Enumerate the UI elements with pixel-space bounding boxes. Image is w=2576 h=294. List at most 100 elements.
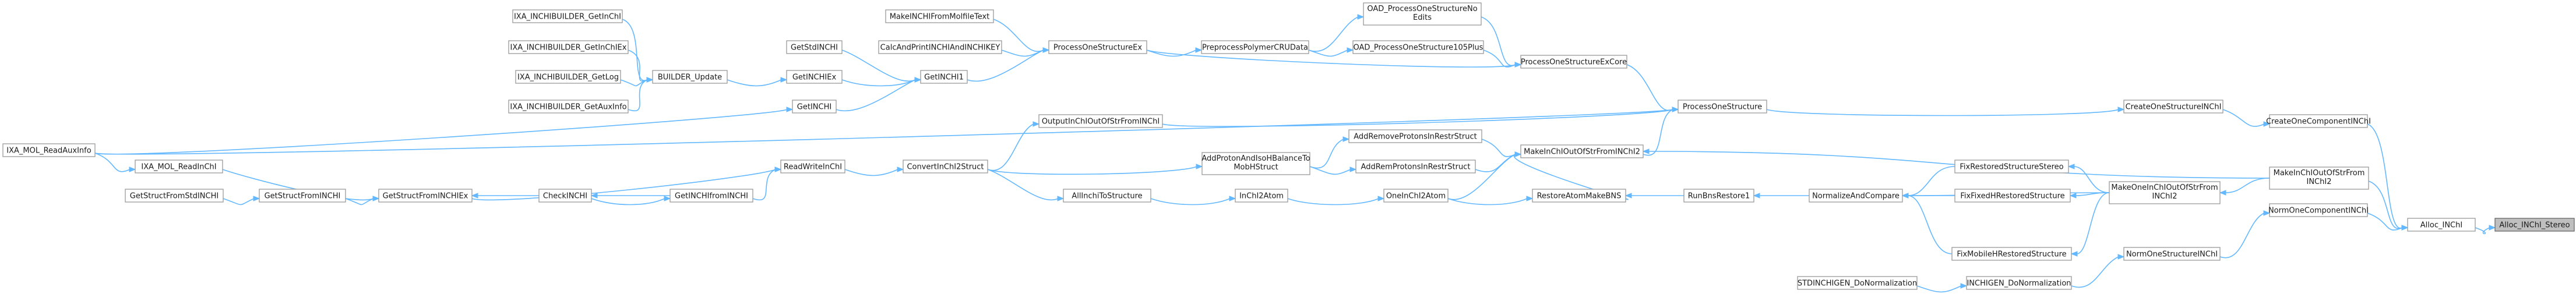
edge-stdinchigen-donormalization-to-inchigen-donormalization	[1916, 283, 1968, 293]
node-label: IXA_MOL_ReadInChI	[141, 163, 216, 172]
node-label: MakeInChIOutOfStrFromINChI2	[1524, 148, 1640, 157]
node-inchigen-donormalization[interactable]: INCHIGEN_DoNormalization	[1966, 276, 2072, 290]
edge-line	[1766, 109, 2119, 116]
node-label: AddProtonAndIsoHBalanceTo	[1201, 154, 1310, 163]
edge-line	[1162, 109, 1673, 127]
node-allinchitostructure[interactable]: AllInchiToStructure	[1063, 189, 1151, 203]
edge-readwriteinchi-to-convertinchi2struct	[844, 167, 904, 176]
node-inchi2atom[interactable]: InChI2Atom	[1235, 189, 1288, 203]
node-ixa-inchibuilder-getinchi[interactable]: IXA_INCHIBUILDER_GetInChI	[512, 9, 623, 23]
node-ixa-inchibuilder-getlog[interactable]: IXA_INCHIBUILDER_GetLog	[515, 70, 621, 84]
node-box	[2269, 203, 2368, 217]
arrowhead	[897, 167, 904, 172]
arrowhead	[1347, 47, 1354, 53]
node-normonestructureinchi[interactable]: NormOneStructureINChI	[2123, 247, 2221, 261]
node-processonestructure[interactable]: ProcessOneStructure	[1678, 100, 1767, 114]
edge-line	[2225, 178, 2270, 193]
node-calcandprintinchiandinchikey[interactable]: CalcAndPrintINCHIAndINCHIKEY	[878, 40, 1002, 54]
node-ixa-mol-readinchi[interactable]: IXA_MOL_ReadInChI	[135, 160, 223, 173]
node-getinchi1[interactable]: GetINCHI1	[920, 70, 968, 84]
arrowhead	[786, 107, 794, 112]
node-box	[878, 40, 1002, 54]
node-box	[2407, 218, 2476, 232]
node-label: GetINCHIEx	[792, 73, 837, 82]
node-getinchifrominchi[interactable]: GetINCHIfromINCHI	[669, 189, 753, 203]
node-outputinchioutofstrfrominchi[interactable]: OutputInChIOutOfStrFromINChI	[1038, 114, 1163, 128]
node-box	[1797, 276, 1918, 290]
node-label: BUILDER_Update	[658, 73, 722, 82]
node-stdinchigen-donormalization[interactable]: STDINCHIGEN_DoNormalization	[1797, 276, 1918, 290]
node-convertinchi2struct[interactable]: ConvertInChI2Struct	[903, 160, 988, 173]
arrowhead	[1229, 196, 1236, 201]
node-fixmobilehrestoredstructure[interactable]: FixMobileHRestoredStructure	[1951, 247, 2072, 261]
edge-line	[628, 49, 648, 82]
node-builder-update[interactable]: BUILDER_Update	[652, 70, 728, 84]
edge-oad-processonestructurenoedits-to-processonestructureexcore	[1481, 16, 1522, 68]
edge-line	[1626, 64, 1673, 111]
node-processonestructureexcore[interactable]: ProcessOneStructureExCore	[1520, 55, 1627, 69]
edge-line	[1643, 109, 1673, 156]
node-label: ProcessOneStructure	[1683, 103, 1762, 112]
arrowhead	[774, 167, 782, 172]
node-readwriteinchi[interactable]: ReadWriteInChI	[780, 160, 845, 173]
node-getstructfromstdinchi[interactable]: GetStructFromStdINCHI	[125, 189, 224, 203]
arrowhead	[1901, 193, 1909, 199]
arrowhead	[2069, 193, 2077, 199]
node-createonestructureinchi[interactable]: CreateOneStructureINChI	[2123, 100, 2223, 114]
arrowhead	[471, 193, 478, 199]
node-ixa-inchibuilder-getinchiex[interactable]: IXA_INCHIBUILDER_GetInChIEx	[508, 40, 629, 54]
edge-getinchi1-to-processonestructureex	[967, 47, 1050, 82]
node-fixfixedhrestoredstructure[interactable]: FixFixedHRestoredStructure	[1954, 189, 2071, 203]
edge-line	[1513, 154, 1629, 200]
node-createonecomponentinchi[interactable]: CreateOneComponentINChI	[2266, 114, 2371, 128]
node-oneinchi2atom[interactable]: OneInChI2Atom	[1383, 189, 1449, 203]
node-label: Alloc_INChI	[2420, 221, 2462, 230]
node-getstructfrominchi[interactable]: GetStructFromINCHI	[259, 189, 346, 203]
node-normonecomponentinchi[interactable]: NormOneComponentINChI	[2268, 203, 2369, 217]
node-alloc-inchi[interactable]: Alloc_INChI	[2407, 218, 2476, 232]
node-addremoveprotonsinrestrstruct[interactable]: AddRemoveProtonsInRestrStruct	[1348, 129, 1482, 143]
node-makeinchioutofstrfrominchi2-right[interactable]: MakeInChIOutOfStrFromINChI2	[2269, 167, 2369, 190]
node-box	[1809, 189, 1903, 203]
node-checkinchi[interactable]: CheckINCHI	[538, 189, 592, 203]
node-restoreatommakebns[interactable]: RestoreAtomMakeBNS	[1532, 189, 1626, 203]
node-makeinchioutofstrfrominchi2-mid[interactable]: MakeInChIOutOfStrFromINChI2	[1520, 144, 1644, 158]
node-getstdinchi[interactable]: GetStdINCHI	[786, 40, 843, 54]
node-runbnsrestore1[interactable]: RunBnsRestore1	[1683, 189, 1754, 203]
node-box	[2494, 218, 2575, 232]
node-label: INChI2	[2152, 192, 2177, 201]
edge-line	[591, 198, 665, 206]
arrowhead	[2401, 225, 2409, 231]
arrowhead	[2263, 121, 2271, 127]
node-label: OAD_ProcessOneStructure105Plus	[1354, 44, 1483, 52]
node-label: GetStructFromINCHI	[265, 192, 341, 201]
node-box	[1201, 152, 1310, 175]
node-box	[780, 160, 845, 173]
node-getinchiex[interactable]: GetINCHIEx	[786, 70, 843, 84]
edge-convertinchi2struct-to-addprotonandisohbalancetomobhstruct	[987, 164, 1203, 175]
node-ixa-mol-readauxinfo[interactable]: IXA_MOL_ReadAuxInfo	[2, 143, 96, 157]
node-label: IXA_INCHIBUILDER_GetInChIEx	[510, 44, 627, 52]
edge-processonestructure-to-createonestructureinchi	[1766, 107, 2125, 116]
edge-normonestructureinchi-to-normonecomponentinchi	[2219, 210, 2271, 258]
node-addremprotonsinrestrstruct[interactable]: AddRemProtonsInRestrStruct	[1355, 160, 1476, 173]
node-ixa-inchibuilder-getauxinfo[interactable]: IXA_INCHIBUILDER_GetAuxInfo	[508, 100, 629, 114]
node-box	[885, 9, 994, 23]
node-label: IXA_MOL_ReadAuxInfo	[6, 147, 91, 155]
node-label: CreateOneStructureINChI	[2126, 103, 2222, 112]
node-normalizeandcompare[interactable]: NormalizeAndCompare	[1809, 189, 1903, 203]
node-preprocesspolymercrudata[interactable]: PreprocessPolymerCRUData	[1201, 40, 1309, 54]
node-getinchi[interactable]: GetINCHI	[792, 100, 837, 114]
node-processonestructureex[interactable]: ProcessOneStructureEx	[1048, 40, 1147, 54]
edge-getstructfromstdinchi-to-getstructfrominchi	[223, 196, 260, 206]
node-box	[2123, 247, 2221, 261]
node-box	[508, 100, 629, 114]
node-fixrestoredstructurestereo[interactable]: FixRestoredStructureStereo	[1954, 160, 2069, 173]
node-getstructfrominchiex[interactable]: GetStructFromINCHIEx	[378, 189, 473, 203]
node-makeinchifrommolfiletext[interactable]: MakeINCHIFromMolfileText	[885, 9, 994, 23]
node-alloc-inchi-stereo[interactable]: Alloc_INChI_Stereo	[2494, 218, 2575, 232]
node-oad-processonestructure105plus[interactable]: OAD_ProcessOneStructure105Plus	[1352, 40, 1484, 54]
